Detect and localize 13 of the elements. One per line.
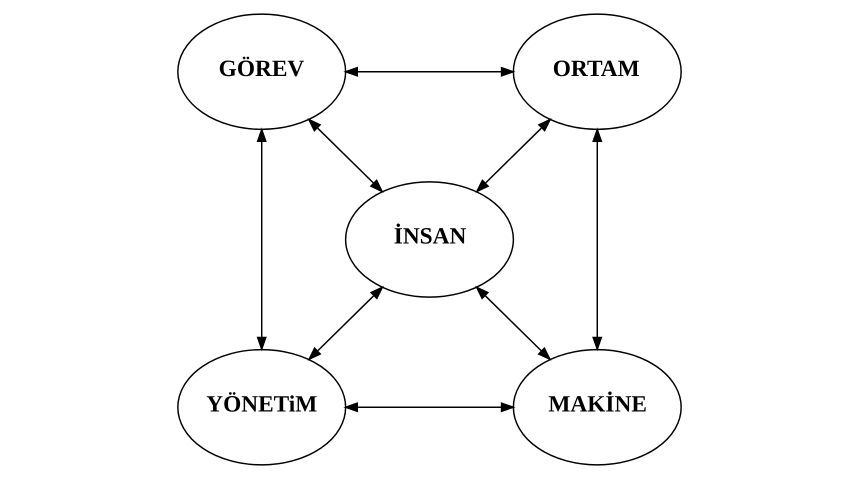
arrow <box>475 286 552 361</box>
node-ellipse: ORTAM <box>512 13 682 130</box>
node-ellipse: MAKİNE <box>512 348 682 466</box>
node-ellipse: İNSAN <box>344 181 514 298</box>
arrow <box>475 118 552 194</box>
arrow <box>256 127 267 352</box>
node-ellipse: GÖREV <box>177 13 346 130</box>
node-ellipse: YÖNETiM <box>177 348 346 466</box>
arrow <box>343 66 516 77</box>
arrow <box>308 286 384 361</box>
arrow <box>343 402 516 412</box>
arrow <box>592 127 602 352</box>
arrow <box>307 118 384 194</box>
